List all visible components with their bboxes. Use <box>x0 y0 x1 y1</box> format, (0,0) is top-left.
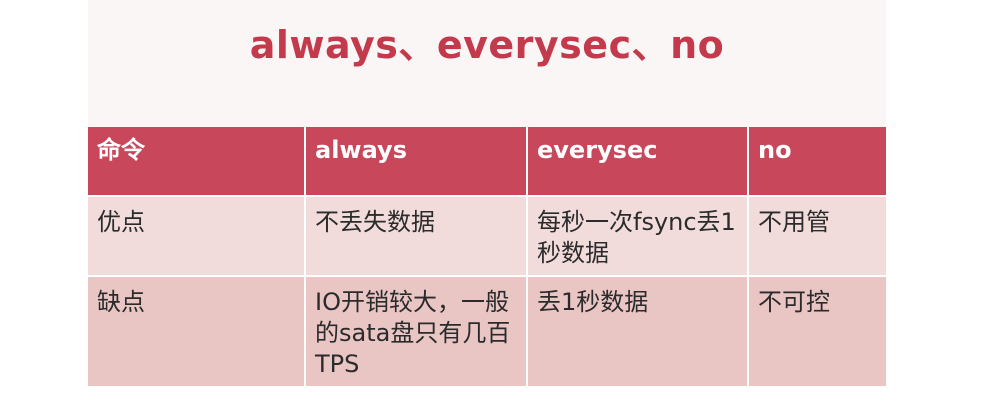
table-header-row: 命令 always everysec no <box>88 127 886 197</box>
cell-pros-label: 优点 <box>88 196 306 277</box>
header-everysec: everysec <box>527 127 749 197</box>
cell-pros-no: 不用管 <box>748 196 886 277</box>
cell-pros-always: 不丢失数据 <box>305 196 528 277</box>
header-always: always <box>305 127 528 197</box>
cell-cons-always: IO开销较大，一般的sata盘只有几百TPS <box>305 276 528 388</box>
header-command: 命令 <box>88 127 306 197</box>
slide-title: always、everysec、no <box>249 23 725 67</box>
table-row-pros: 优点 不丢失数据 每秒一次fsync丢1秒数据 不用管 <box>88 196 886 277</box>
table-row-cons: 缺点 IO开销较大，一般的sata盘只有几百TPS 丢1秒数据 不可控 <box>88 276 886 388</box>
header-no: no <box>748 127 886 197</box>
cell-pros-everysec: 每秒一次fsync丢1秒数据 <box>527 196 749 277</box>
cell-cons-everysec: 丢1秒数据 <box>527 276 749 388</box>
comparison-table: 命令 always everysec no 优点 不丢失数据 每秒一次fsync… <box>88 127 886 388</box>
cell-cons-label: 缺点 <box>88 276 306 388</box>
cell-cons-no: 不可控 <box>748 276 886 388</box>
